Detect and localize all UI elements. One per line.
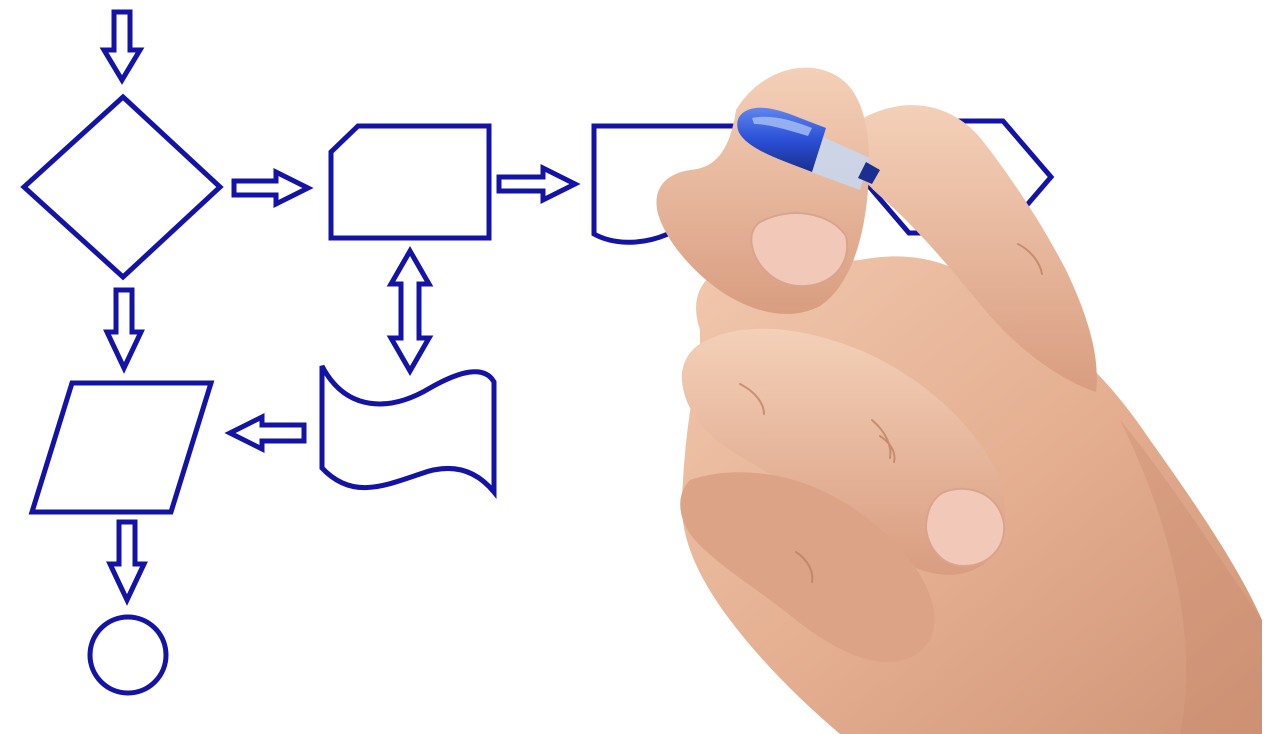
palm-shadow bbox=[1120, 420, 1262, 734]
double-line-arrow-icon bbox=[231, 167, 314, 209]
double-line-arrow-icon bbox=[106, 519, 148, 606]
fingernail bbox=[924, 487, 1006, 568]
double-line-arrow-icon bbox=[103, 287, 145, 374]
punched-tape-shape bbox=[319, 364, 497, 499]
data-parallelogram-shape bbox=[28, 380, 215, 515]
double-line-arrow-icon bbox=[386, 245, 434, 377]
thumb bbox=[656, 67, 870, 314]
terminator-circle-shape bbox=[87, 614, 169, 696]
decision-diamond-shape bbox=[20, 93, 224, 281]
double-line-arrow-icon bbox=[99, 9, 145, 85]
index-finger bbox=[849, 105, 1097, 392]
hand-holding-marker bbox=[656, 67, 1262, 734]
marker-tip bbox=[858, 162, 880, 184]
knuckle-creases bbox=[739, 243, 1043, 583]
double-line-arrow-icon bbox=[496, 163, 581, 205]
card-shape bbox=[328, 123, 492, 241]
blue-marker bbox=[737, 107, 880, 190]
double-line-arrow-icon bbox=[224, 412, 307, 454]
middle-finger bbox=[681, 328, 1005, 575]
marker-highlight bbox=[752, 116, 812, 136]
thumbnail bbox=[750, 212, 849, 288]
ring-finger bbox=[680, 472, 935, 663]
